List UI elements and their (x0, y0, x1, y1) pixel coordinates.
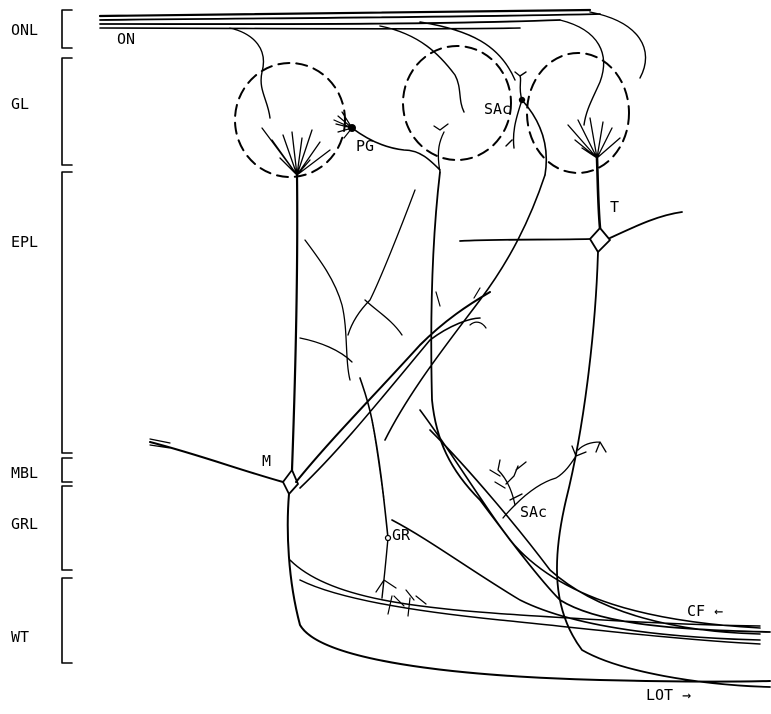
layer-brackets (62, 10, 72, 663)
label-lot: LOT → (646, 686, 691, 704)
label-gr: GR (392, 526, 411, 544)
layer-labels: ONL GL EPL MBL GRL WT (11, 21, 38, 646)
label-t: T (610, 198, 619, 216)
layer-label-wt: WT (11, 628, 29, 646)
bracket-onl (62, 10, 72, 48)
layer-label-gl: GL (11, 95, 29, 113)
bracket-mbl (62, 458, 72, 482)
label-m: M (262, 452, 271, 470)
glomerulus-3 (527, 53, 629, 173)
label-sac-top: SAc (484, 100, 511, 118)
bracket-epl (62, 172, 72, 453)
glomerulus-1 (235, 63, 345, 177)
short-axon-cell-top (506, 72, 546, 175)
label-pg: PG (356, 137, 374, 155)
label-on: ON (117, 30, 135, 48)
middle-projection-cell (431, 124, 770, 632)
cell-labels: ON PG SAc T M GR SAc (117, 30, 619, 544)
fiber-labels: CF ← LOT → (646, 602, 723, 704)
granule-cell (360, 378, 426, 616)
mitral-cell (150, 128, 770, 682)
bracket-grl (62, 486, 72, 570)
label-cf: CF ← (687, 602, 723, 620)
bracket-gl (62, 58, 72, 165)
olfactory-nerve-fibers (100, 10, 646, 125)
label-sac-bottom: SAc (520, 503, 547, 521)
short-axon-cell-bottom (490, 442, 606, 518)
layer-label-epl: EPL (11, 233, 38, 251)
bracket-wt (62, 578, 72, 663)
epl-oblique-fibers (300, 175, 545, 440)
periglomerular-cell (334, 112, 440, 170)
layer-label-onl: ONL (11, 21, 38, 39)
glomeruli (235, 46, 629, 177)
layer-label-mbl: MBL (11, 464, 38, 482)
layer-label-grl: GRL (11, 515, 38, 533)
